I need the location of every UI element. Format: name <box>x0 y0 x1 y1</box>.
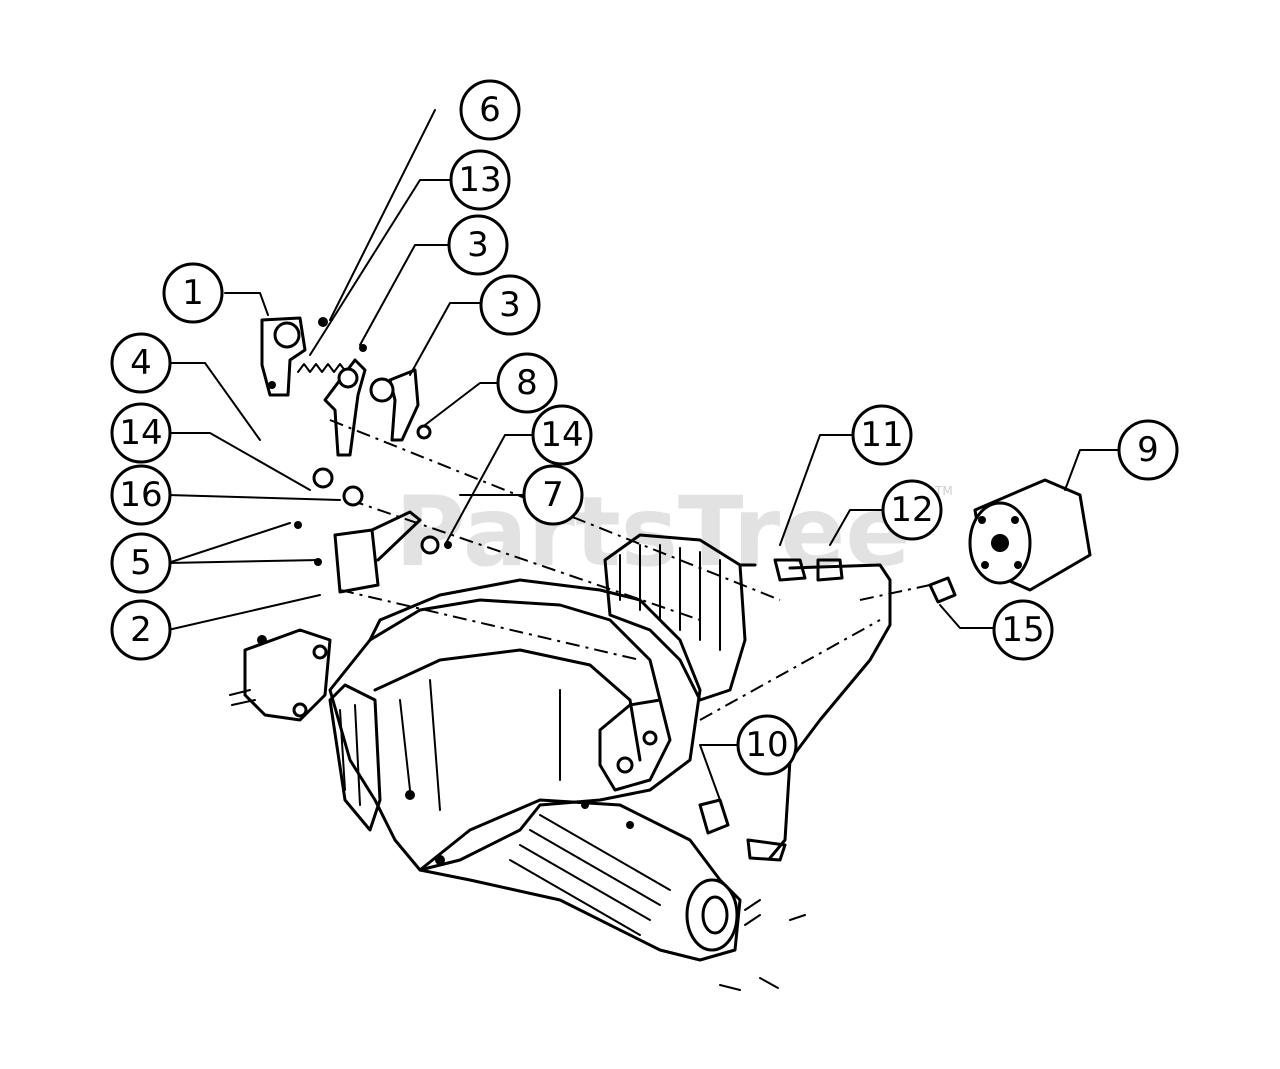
callouts: 6 13 3 3 1 4 14 16 <box>110 79 1179 776</box>
callout-3b[interactable]: 3 <box>479 274 541 336</box>
callout-16-label: 16 <box>119 475 162 515</box>
callout-15[interactable]: 15 <box>992 599 1054 661</box>
callout-3a[interactable]: 3 <box>447 214 509 276</box>
callout-6-label: 6 <box>479 90 501 130</box>
callout-7-label: 7 <box>542 475 564 515</box>
callout-5[interactable]: 5 <box>110 532 172 594</box>
callout-9-label: 9 <box>1137 430 1159 470</box>
callout-3b-label: 3 <box>499 285 521 325</box>
callout-8[interactable]: 8 <box>496 352 558 414</box>
callout-15-label: 15 <box>1001 610 1044 650</box>
callout-1[interactable]: 1 <box>162 262 224 324</box>
callout-6[interactable]: 6 <box>459 79 521 141</box>
callout-11[interactable]: 11 <box>851 404 913 466</box>
callout-12[interactable]: 12 <box>881 479 943 541</box>
callout-3a-label: 3 <box>467 225 489 265</box>
callout-14b-label: 14 <box>540 415 583 455</box>
oil-filter <box>928 478 1092 604</box>
callout-2[interactable]: 2 <box>110 599 172 661</box>
callout-8-label: 8 <box>516 363 538 403</box>
callout-16[interactable]: 16 <box>110 464 172 526</box>
callout-7[interactable]: 7 <box>522 464 584 526</box>
callout-10[interactable]: 10 <box>736 714 798 776</box>
callout-14a[interactable]: 14 <box>110 402 172 464</box>
callout-2-label: 2 <box>130 610 152 650</box>
callout-5-label: 5 <box>130 543 152 583</box>
callout-13[interactable]: 13 <box>449 149 511 211</box>
callout-9[interactable]: 9 <box>1117 419 1179 481</box>
callout-10-label: 10 <box>745 725 788 765</box>
watermark-text: PartsTree <box>395 476 910 588</box>
callout-1-label: 1 <box>182 273 204 313</box>
callout-4-label: 4 <box>130 343 152 383</box>
callout-14b[interactable]: 14 <box>531 404 593 466</box>
shift-linkage <box>260 316 452 594</box>
leader-lines <box>167 109 1121 801</box>
callout-11-label: 11 <box>860 415 903 455</box>
callout-13-label: 13 <box>458 160 501 200</box>
transaxle-assembly <box>229 533 806 991</box>
hydraulic-line <box>746 558 892 862</box>
watermark: PartsTree TM <box>395 476 953 588</box>
callout-14a-label: 14 <box>119 413 162 453</box>
callout-12-label: 12 <box>890 490 933 530</box>
watermark-trademark: TM <box>934 484 953 498</box>
callout-4[interactable]: 4 <box>110 332 172 394</box>
